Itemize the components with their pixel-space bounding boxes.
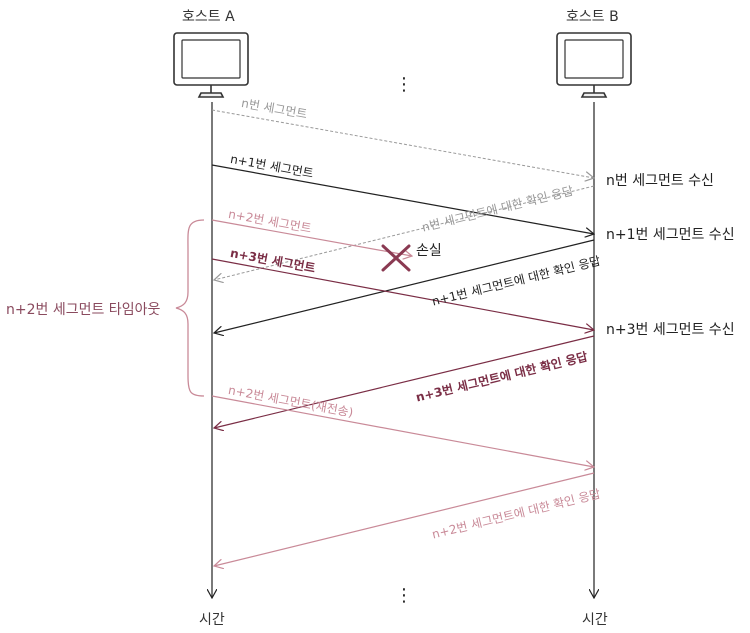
timeout-label: n+2번 세그먼트 타임아웃	[6, 302, 161, 318]
arrow-seg-n3	[211, 258, 594, 330]
loss-x-icon	[381, 244, 411, 272]
arrow-ack-n1	[214, 239, 595, 333]
ellipsis-top: ⋮	[395, 74, 413, 95]
loss-label: 손실	[416, 243, 442, 259]
event-recv-n: n번 세그먼트 수신	[606, 173, 714, 189]
time-label-a: 시간	[199, 612, 225, 628]
event-recv-n3: n+3번 세그먼트 수신	[606, 322, 735, 338]
arrow-ack-n	[214, 185, 595, 280]
host-a-monitor-icon	[173, 32, 249, 98]
arrow-seg-n2	[211, 219, 412, 256]
arrow-seg-n1	[211, 164, 594, 234]
timeout-brace	[175, 219, 205, 397]
arrow-ack-n3	[214, 335, 595, 428]
arrow-seg-n2-retx	[211, 395, 594, 467]
time-label-b: 시간	[582, 612, 608, 628]
arrow-ack-n2	[214, 472, 595, 566]
host-b-monitor-icon	[556, 32, 632, 98]
host-b-label: 호스트 B	[566, 9, 619, 25]
ellipsis-bottom: ⋮	[395, 585, 413, 606]
event-recv-n1: n+1번 세그먼트 수신	[606, 227, 735, 243]
host-a-label: 호스트 A	[182, 9, 235, 25]
